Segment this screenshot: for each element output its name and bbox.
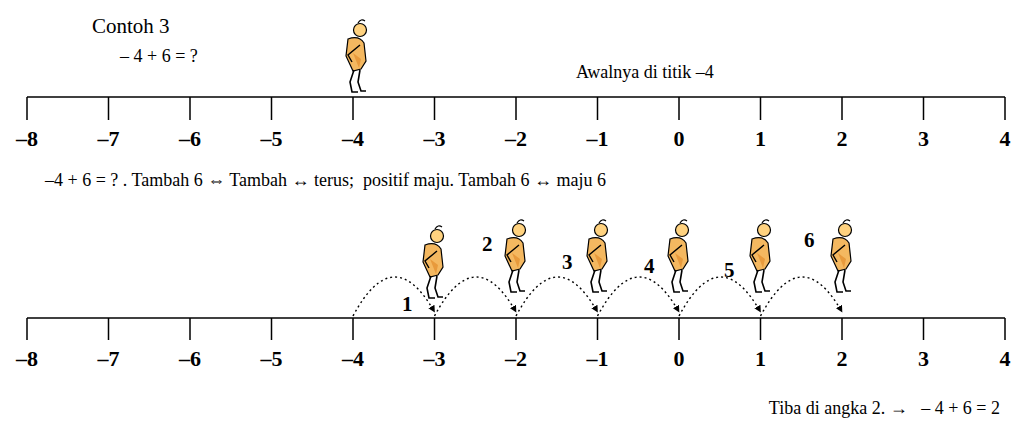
tick-label: 4 xyxy=(1000,346,1011,371)
walker-figure xyxy=(505,220,526,292)
tick-marks xyxy=(27,318,1005,340)
walker-figure xyxy=(750,220,771,292)
step-number: 1 xyxy=(402,292,413,316)
tick-label: 0 xyxy=(674,346,685,371)
walker-figure xyxy=(423,226,444,298)
jump-arc xyxy=(598,277,680,316)
step-number: 4 xyxy=(644,254,655,278)
step-number: 3 xyxy=(562,250,573,274)
tick-label: 0 xyxy=(674,126,685,151)
tick-label: 4 xyxy=(1000,126,1011,151)
tick-label: –4 xyxy=(342,346,364,371)
result-text: Tiba di angka 2. → – 4 + 6 = 2 xyxy=(769,398,1000,419)
note-text: Awalnya di titik –4 xyxy=(576,62,714,83)
walker-figure xyxy=(831,220,852,292)
jump-arc xyxy=(679,277,761,316)
example-heading: Contoh 3 xyxy=(92,14,170,38)
tick-marks xyxy=(27,97,1005,120)
tick-label: –2 xyxy=(505,126,527,151)
tick-label: –5 xyxy=(261,346,283,371)
tick-label: –8 xyxy=(16,126,38,151)
tick-label: –7 xyxy=(98,126,120,151)
tick-label: 3 xyxy=(918,346,929,371)
step-number: 5 xyxy=(724,258,735,282)
jump-arc xyxy=(516,277,598,316)
tick-label: –7 xyxy=(98,346,120,371)
tick-label: –3 xyxy=(424,346,446,371)
jump-arc xyxy=(435,277,517,316)
tick-label: 3 xyxy=(918,126,929,151)
tick-label: –3 xyxy=(424,126,446,151)
jump-arc xyxy=(761,277,843,316)
tick-label: –1 xyxy=(587,346,609,371)
tick-label: –2 xyxy=(505,346,527,371)
tick-label: 2 xyxy=(837,126,848,151)
step-number: 6 xyxy=(804,228,815,252)
tick-label: –6 xyxy=(179,126,201,151)
tick-label: –4 xyxy=(342,126,364,151)
explanation-text: –4 + 6 = ? . Tambah 6 ⇔ Tambah ↔ terus; … xyxy=(45,170,606,191)
walker-figure xyxy=(587,220,608,292)
equation-text: – 4 + 6 = ? xyxy=(120,46,198,67)
tick-label: –6 xyxy=(179,346,201,371)
tick-label: 1 xyxy=(755,126,766,151)
step-number: 2 xyxy=(482,232,493,256)
walker-figure xyxy=(346,20,367,92)
tick-label: –8 xyxy=(16,346,38,371)
tick-label: 2 xyxy=(837,346,848,371)
tick-label: –1 xyxy=(587,126,609,151)
walker-figure xyxy=(668,220,689,292)
tick-label: –5 xyxy=(261,126,283,151)
tick-label: 1 xyxy=(755,346,766,371)
jump-arc xyxy=(353,277,435,316)
